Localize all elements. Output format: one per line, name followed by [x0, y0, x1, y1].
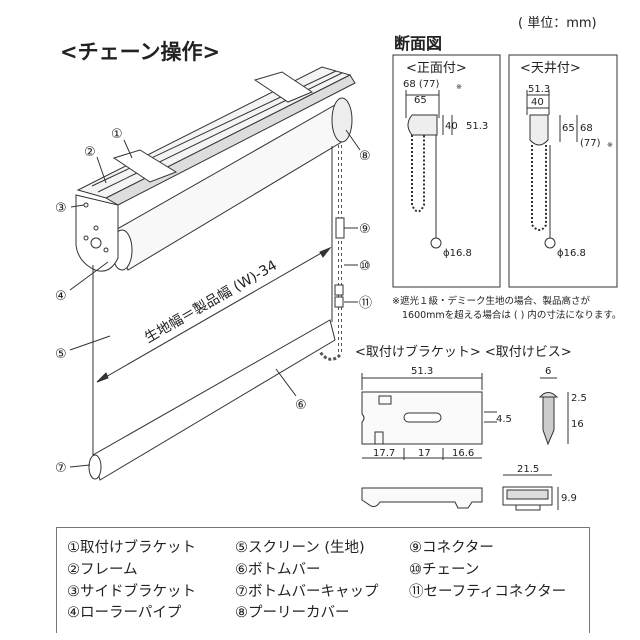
screw-head-width: 6	[545, 366, 551, 377]
fabric-width-label: 生地幅＝製品幅 (W)-34	[142, 258, 280, 347]
legend-item: ⑨コネクター	[409, 540, 494, 556]
width-arrow	[96, 247, 331, 383]
diagram-title: <チェーン操作>	[60, 40, 221, 64]
screw-head-height: 2.5	[571, 393, 587, 404]
bracket-mid-dim: 17	[418, 448, 431, 459]
mounting-bracket	[112, 149, 178, 183]
legend-item: ①取付けブラケット	[67, 540, 196, 556]
callout-2: ②	[84, 145, 96, 160]
ceiling-mount-panel	[508, 54, 618, 288]
roller-blind-illustration	[69, 66, 361, 481]
mounting-bracket-drawing	[361, 373, 497, 509]
front-mount-label: <正面付>	[406, 61, 467, 76]
front-mount-section	[405, 90, 453, 249]
connector	[335, 217, 345, 239]
cap-height: 9.9	[561, 493, 577, 504]
ceiling-height-inner: 65	[562, 123, 575, 134]
bracket-right-dim: 16.6	[452, 448, 474, 459]
cap-width: 21.5	[517, 464, 539, 475]
pulley-cover	[331, 97, 353, 143]
callout-1: ①	[111, 127, 123, 142]
callout-9: ⑨	[359, 222, 371, 237]
unit-label: ( 単位：mm)	[518, 16, 597, 31]
bottom-bar-cap	[88, 454, 102, 480]
section-note-line1: ※遮光１級・デミーク生地の場合、製品高さが	[392, 296, 590, 307]
callout-8: ⑧	[359, 149, 371, 164]
section-note-line2: 1600mmを超える場合は ( ) 内の寸法になります。	[402, 310, 622, 321]
legend-item: ⑦ボトムバーキャップ	[235, 584, 379, 600]
callout-3: ③	[55, 201, 67, 216]
side-bracket	[75, 194, 119, 272]
callout-7: ⑦	[55, 461, 67, 476]
bracket-left-dim: 17.7	[373, 448, 395, 459]
screw-drawing	[538, 377, 569, 446]
bracket-total-width: 51.3	[411, 366, 433, 377]
callout-11: ⑪	[359, 296, 372, 311]
ceiling-height-outer-alt: (77)	[580, 138, 601, 149]
ceiling-height-outer: 68	[580, 123, 593, 134]
front-height-inner: 40	[445, 121, 458, 132]
legend-item: ③サイドブラケット	[67, 584, 196, 600]
parts-legend: ①取付けブラケット ②フレーム ③サイドブラケット ④ローラーパイプ ⑤スクリー…	[56, 527, 590, 633]
legend-item: ④ローラーパイプ	[67, 605, 182, 621]
screw-length: 16	[571, 419, 584, 430]
ceiling-diameter: ϕ16.8	[557, 248, 586, 259]
legend-item: ⑤スクリーン (生地)	[235, 540, 365, 556]
front-outer-width: 68 (77)	[403, 79, 440, 90]
bracket-screw-title: <取付けブラケット> <取付けビス>	[355, 345, 572, 360]
front-width: 65	[414, 95, 427, 106]
ceiling-mount-label: <天井付>	[520, 61, 581, 76]
legend-item: ⑩チェーン	[409, 562, 480, 578]
legend-item: ②フレーム	[67, 562, 138, 578]
legend-item: ⑪セーフティコネクター	[409, 584, 567, 600]
callout-6: ⑥	[295, 398, 307, 413]
legend-item: ⑥ボトムバー	[235, 562, 321, 578]
section-view-title: 断面図	[394, 34, 443, 53]
callout-4: ④	[55, 289, 67, 304]
bracket-slot-height: 4.5	[496, 414, 512, 425]
front-mount-panel	[392, 54, 501, 288]
ceiling-width: 40	[531, 97, 544, 108]
mounting-bracket	[253, 71, 314, 103]
front-note-mark: ※	[456, 83, 462, 91]
ceiling-note-mark: ※	[607, 141, 613, 149]
chain	[318, 145, 345, 361]
callout-5: ⑤	[55, 347, 67, 362]
bracket-side-view	[361, 487, 483, 509]
safety-connector	[334, 284, 344, 296]
legend-item: ⑧プーリーカバー	[235, 605, 350, 621]
bottom-cap-drawing	[502, 474, 559, 511]
front-diameter: ϕ16.8	[443, 248, 472, 259]
callout-10: ⑩	[359, 259, 371, 274]
ceiling-outer-width: 51.3	[528, 84, 550, 95]
ceiling-mount-section	[526, 90, 578, 249]
front-height-outer: 51.3	[466, 121, 488, 132]
